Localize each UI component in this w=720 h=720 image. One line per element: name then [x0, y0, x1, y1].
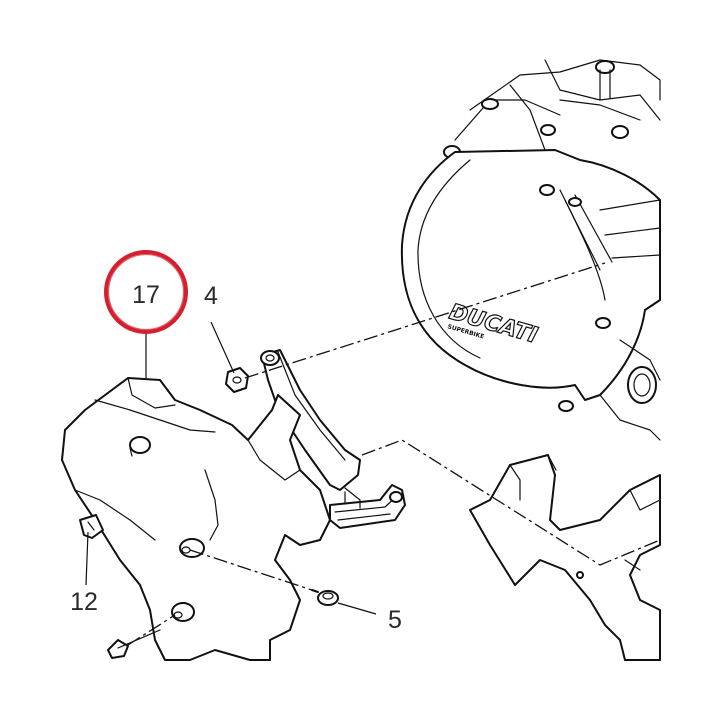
- bracket-hole-icon: [389, 491, 403, 503]
- shaft-end-icon: [627, 366, 657, 404]
- screw-5: [311, 589, 339, 606]
- cover-part-17: [61, 377, 331, 661]
- callout-label-5[interactable]: 5: [388, 606, 402, 634]
- engine-side-cover: [400, 149, 661, 401]
- cover-bolt-icon: [568, 197, 582, 207]
- lower-right-cover-part: [469, 454, 661, 661]
- engine-bolt-icon: [595, 60, 615, 74]
- pin-bottom-left: [107, 629, 161, 659]
- callout-label-12[interactable]: 12: [70, 588, 98, 616]
- cover-boss-icon: [129, 436, 151, 454]
- cover-bolt-icon: [558, 400, 574, 412]
- engine-bolt-icon: [481, 98, 499, 110]
- cover-bolt-icon: [539, 184, 555, 196]
- bracket-hole-icon: [260, 350, 280, 366]
- callout-label-4[interactable]: 4: [204, 282, 218, 310]
- cover-bolt-icon: [595, 317, 611, 329]
- assembly-axis-lines: [127, 262, 661, 646]
- engine-bolt-icon: [611, 125, 629, 139]
- clip-12: [79, 514, 104, 539]
- leader-lines: [85, 321, 377, 615]
- engine-bolt-icon: [540, 124, 556, 136]
- engine-assembly: DUCATI SUPERBIKE: [400, 59, 661, 441]
- callout-highlight-circle: [104, 250, 188, 334]
- nut-4: [225, 367, 249, 393]
- cover-boss-icon: [171, 602, 195, 622]
- callout-label-17[interactable]: 17: [132, 281, 160, 309]
